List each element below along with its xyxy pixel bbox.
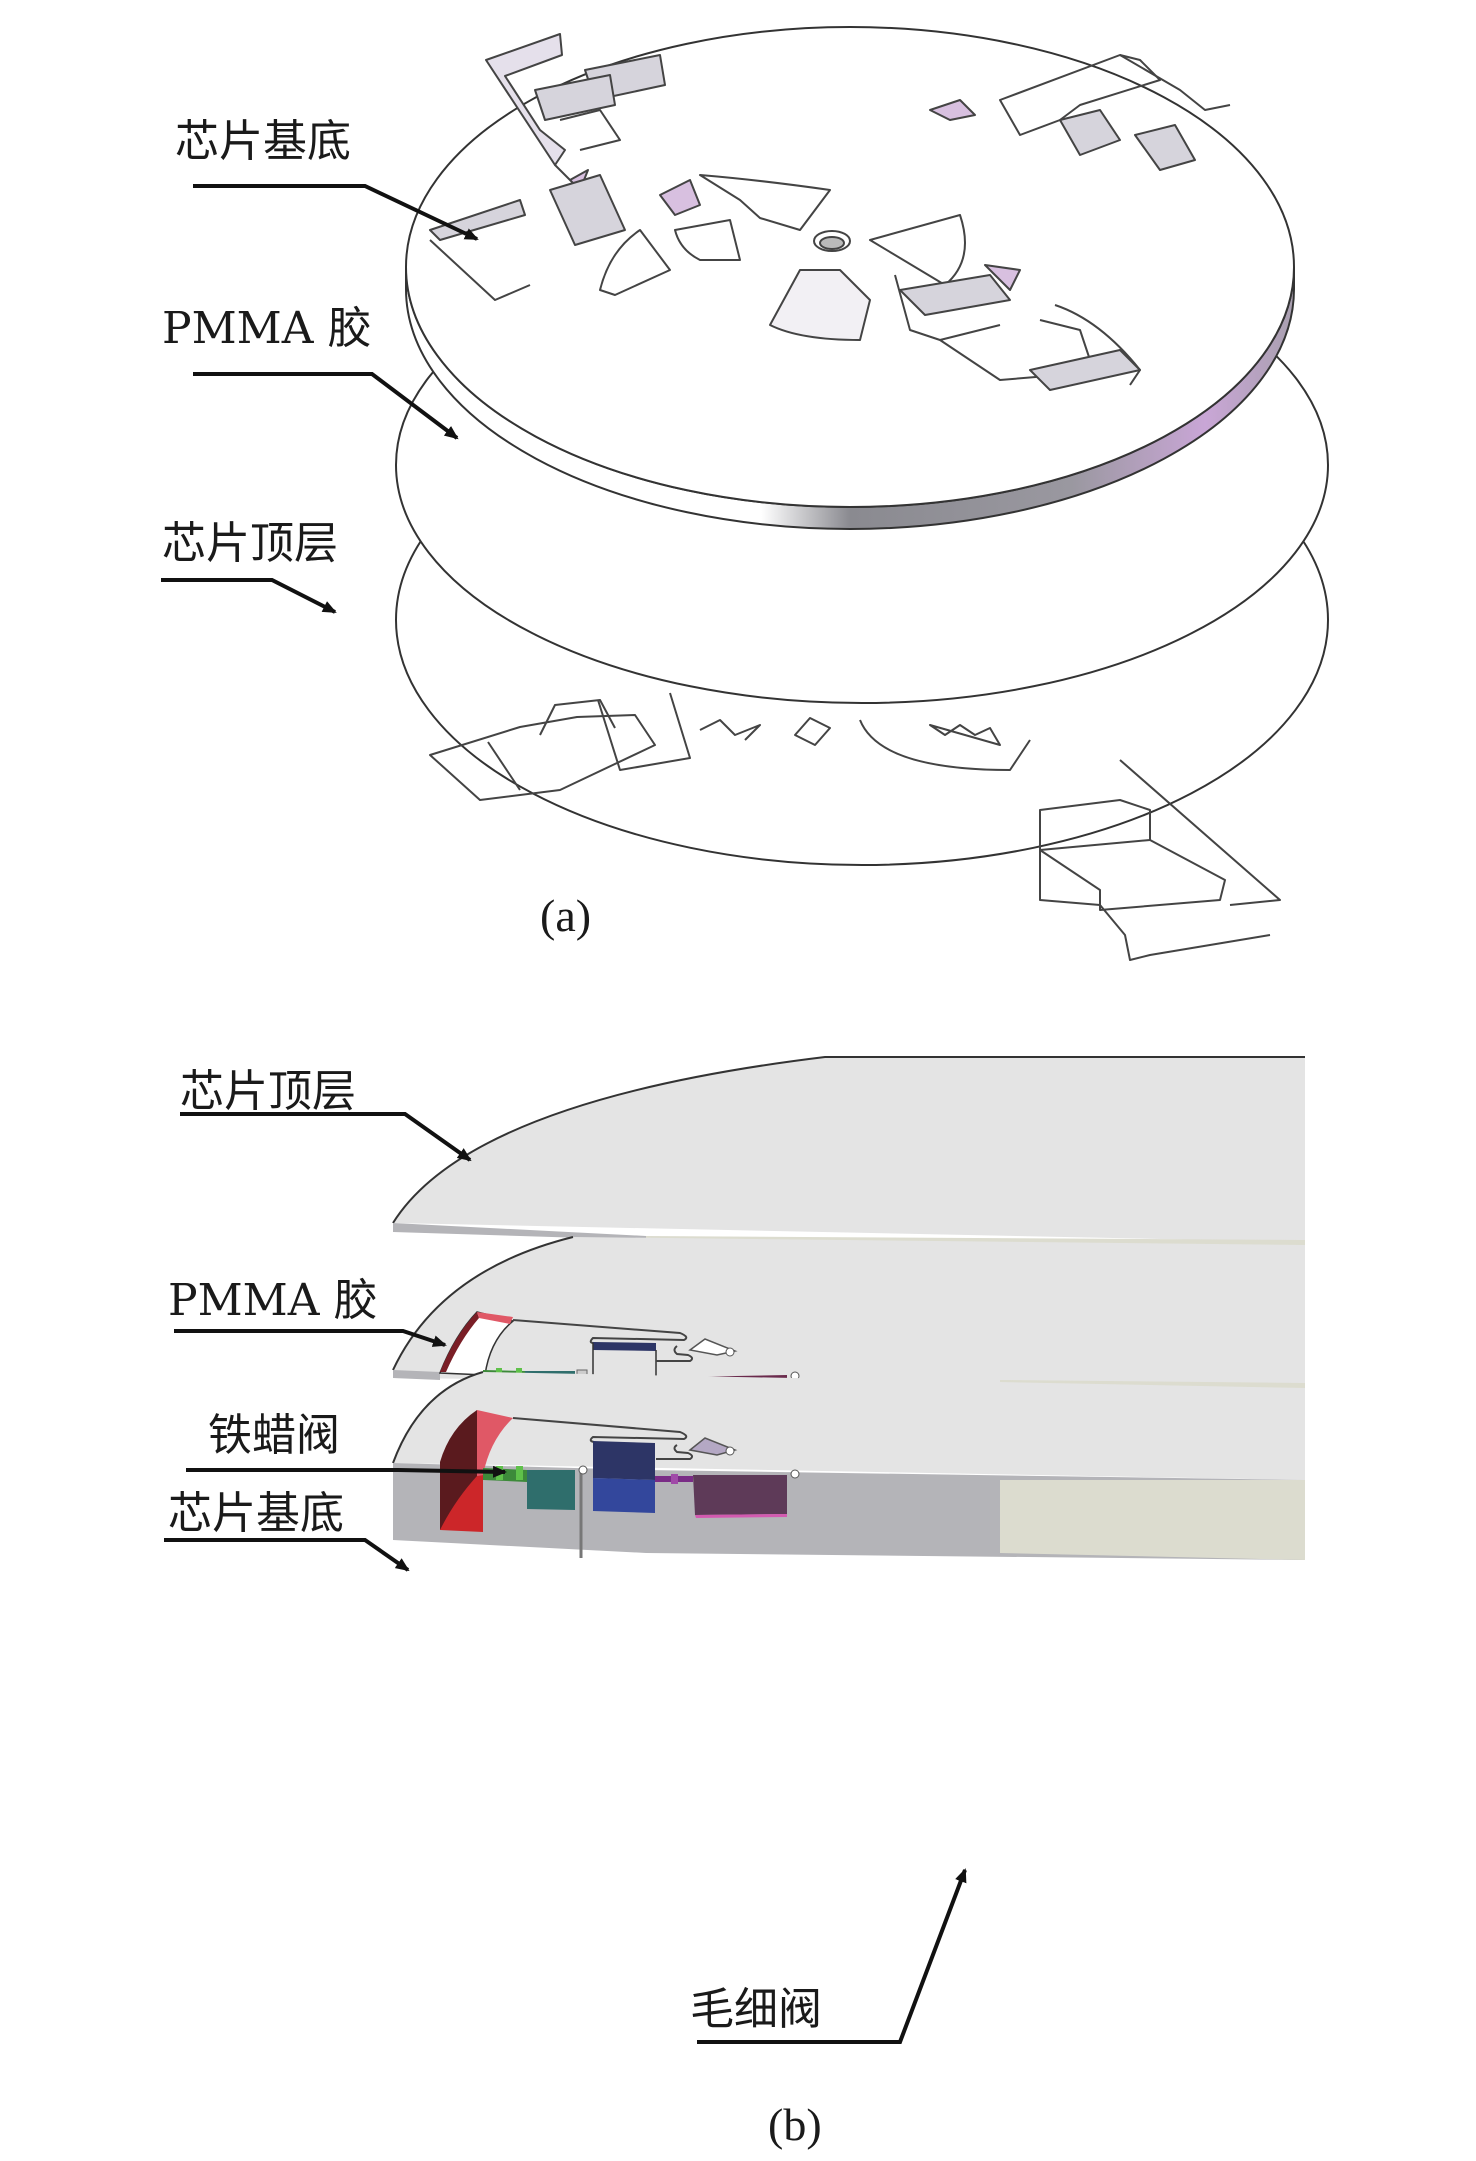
teal-chamber xyxy=(527,1470,575,1510)
leader-a-top-layer xyxy=(161,578,337,614)
label-a-top-layer: 芯片顶层 xyxy=(162,518,338,569)
disk-layer-substrate xyxy=(405,26,1295,508)
leader-a-pmma xyxy=(193,372,459,440)
leader-b-capillary-arrow xyxy=(697,1868,967,2044)
caption-a: (a) xyxy=(540,890,591,941)
section-top-layer xyxy=(393,1057,1305,1242)
section-pmma-layer xyxy=(393,1237,1305,1388)
label-a-pmma: PMMA 胶 xyxy=(162,303,371,354)
substrate-channel-pattern xyxy=(429,33,1231,391)
section-top-layer-side xyxy=(393,1223,646,1240)
plum-chamber xyxy=(693,1475,787,1515)
label-group-a: 芯片基底 PMMA 胶 芯片顶层 (a) xyxy=(161,116,591,941)
navy-chamber xyxy=(593,1441,655,1480)
exploded-disk-view xyxy=(395,26,1329,961)
label-b-pmma: PMMA 胶 xyxy=(168,1275,377,1326)
label-b-substrate: 芯片基底 xyxy=(168,1488,344,1539)
blue-chamber xyxy=(593,1478,655,1513)
label-group-b: 芯片顶层 PMMA 胶 铁蜡阀 芯片基底 毛细阀 (b) xyxy=(164,1066,967,2150)
pmma-triangle-chamber xyxy=(688,1338,738,1356)
cross-section-view xyxy=(392,1056,1305,1560)
label-b-paraffin-valve: 铁蜡阀 xyxy=(208,1410,340,1461)
leader-b-top-layer xyxy=(180,1112,472,1162)
caption-b: (b) xyxy=(768,2099,822,2150)
label-b-capillary-valve: 毛细阀 xyxy=(690,1984,822,2035)
leader-b-substrate xyxy=(164,1538,410,1572)
section-substrate-layer xyxy=(393,1372,1305,1480)
pmma-channel-pattern xyxy=(429,692,1281,961)
leader-b-pmma xyxy=(174,1329,447,1347)
label-a-substrate: 芯片基底 xyxy=(175,116,351,167)
label-b-top-layer: 芯片顶层 xyxy=(180,1066,356,1117)
leader-b-paraffin-valve xyxy=(186,1465,507,1478)
leader-a-substrate xyxy=(193,184,479,241)
